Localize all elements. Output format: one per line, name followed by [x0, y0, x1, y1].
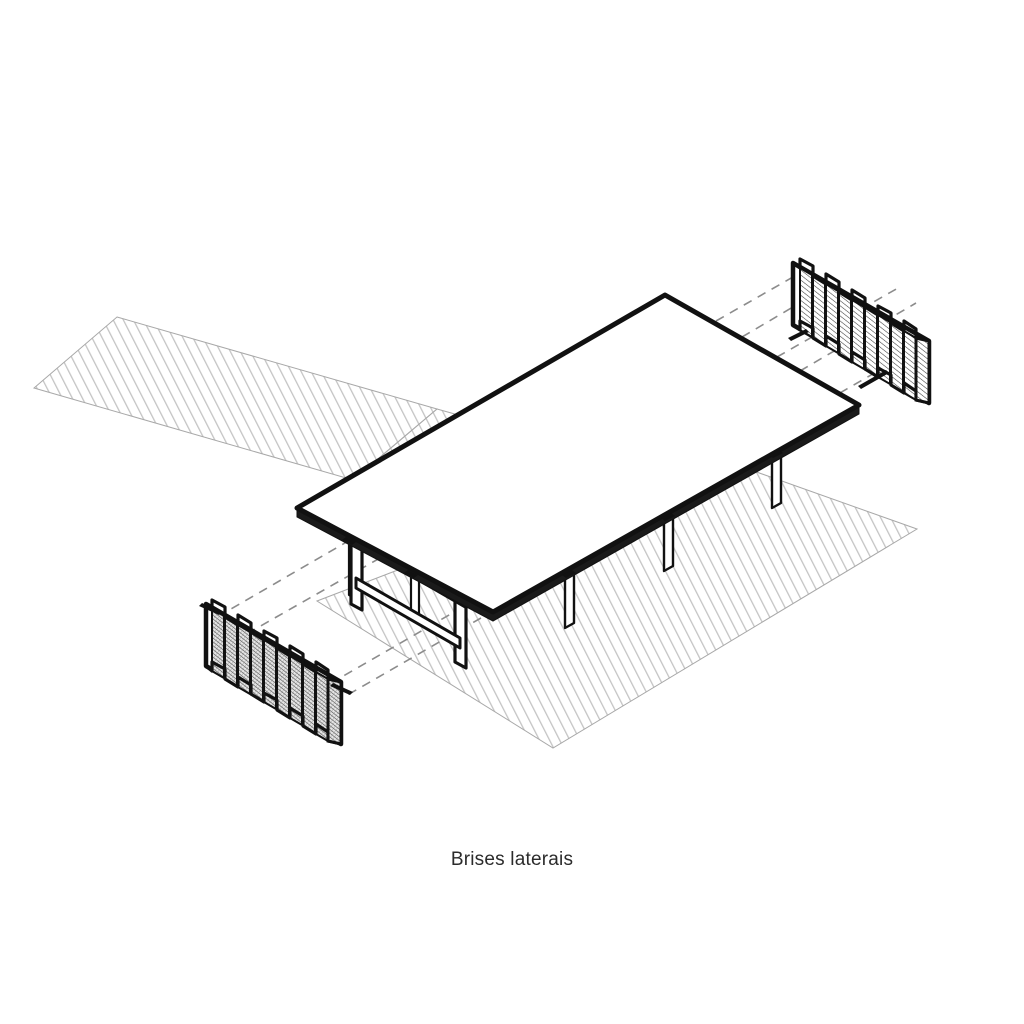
column: [563, 571, 576, 630]
brise-fin: [812, 274, 826, 347]
brise-right-connector: [788, 329, 809, 341]
brise-fin: [864, 305, 878, 378]
column: [662, 514, 675, 573]
brise-left-zigzag-top: [204, 598, 342, 684]
brise-left-zigzag-bottom: [204, 660, 342, 746]
guide-line-left-4: [329, 617, 482, 706]
brise-fin: [890, 321, 904, 394]
brise-fin: [224, 615, 238, 688]
guide-line-left-2: [235, 557, 381, 641]
brise-left-connector: [330, 683, 353, 695]
brise-left-connector: [199, 603, 222, 615]
brise-fin: [276, 646, 290, 719]
column-caps: [342, 450, 783, 578]
brise-fin: [838, 290, 852, 363]
roof-top-face: [294, 292, 862, 615]
brise-panel-right: [788, 257, 932, 406]
brise-right-zigzag-top: [792, 257, 930, 343]
portal-beam: [354, 576, 462, 650]
brise-left-end-plate: [326, 677, 343, 746]
brise-right-connector: [858, 370, 889, 389]
guide-line-right-1: [715, 272, 801, 322]
ground-plane-upper-left: [32, 316, 439, 481]
brise-fin: [302, 662, 316, 735]
brise-panel-left: [199, 598, 353, 747]
brise-right-zigzag-bottom: [792, 319, 930, 405]
west-portal-frame: [349, 534, 468, 670]
brise-fin: [250, 630, 264, 703]
roof-slab: [294, 292, 862, 622]
guide-line-left-1: [211, 539, 351, 621]
brise-right-end-plate: [914, 336, 931, 405]
brise-left-fins: [211, 607, 329, 743]
